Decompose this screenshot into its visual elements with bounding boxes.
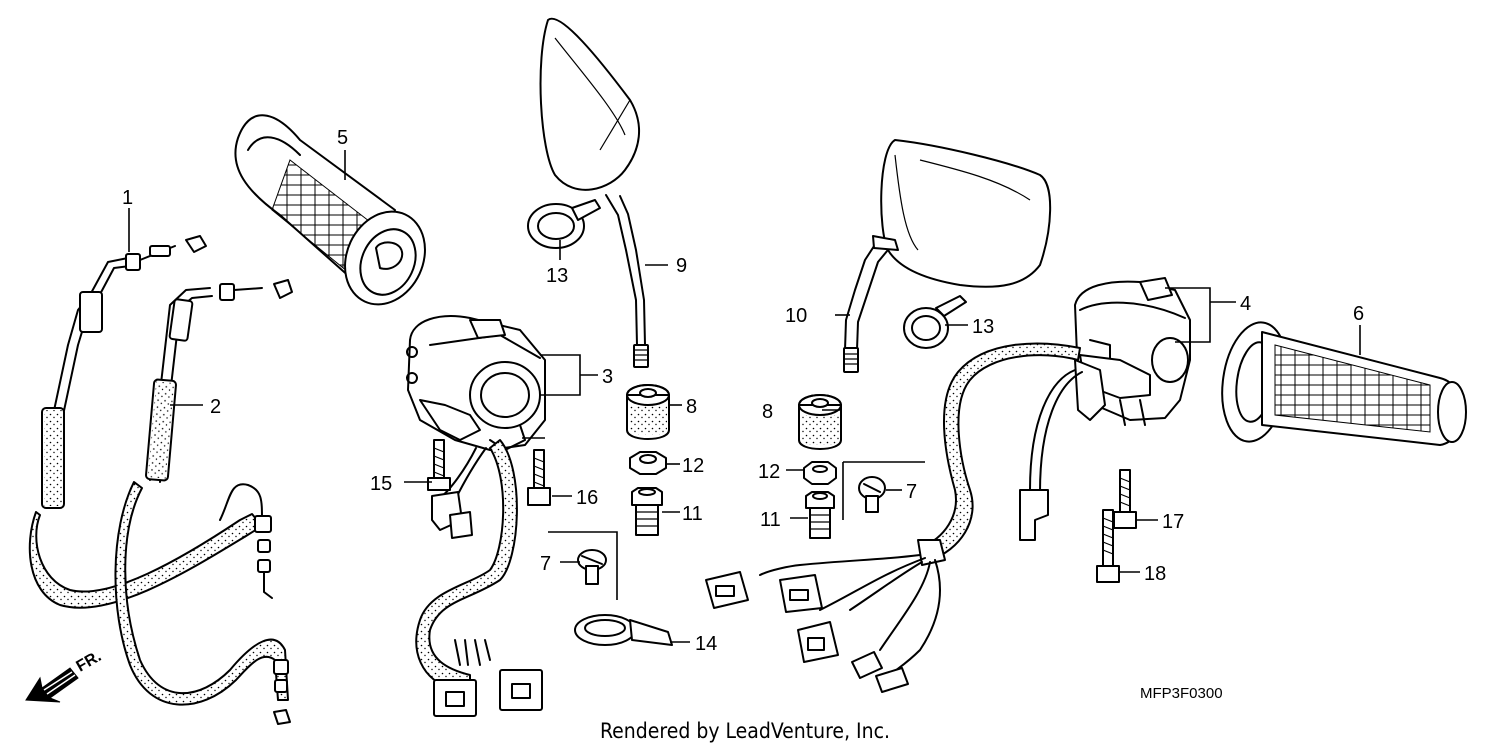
callout-14: 14 — [695, 633, 717, 655]
front-direction-label: FR. — [74, 648, 105, 676]
left-grip — [234, 114, 426, 306]
bar-end-weight-right — [798, 394, 842, 450]
callout-6: 6 — [1353, 303, 1364, 325]
callout-13-left: 13 — [546, 265, 568, 287]
collar-left — [631, 487, 663, 536]
screw-17 — [1113, 469, 1137, 529]
callout-8-left: 8 — [686, 396, 697, 418]
callout-12-right: 12 — [758, 461, 780, 483]
left-mirror — [539, 17, 649, 368]
right-grip — [1221, 321, 1467, 446]
diagram-code: MFP3F0300 — [1140, 685, 1223, 702]
right-switch-assembly — [1074, 277, 1191, 426]
cable-band-14 — [574, 614, 673, 646]
screw-7-right — [858, 476, 886, 513]
bar-end-weight-left — [626, 384, 670, 440]
left-switch-harness — [415, 439, 543, 717]
callout-16: 16 — [576, 487, 598, 509]
right-switch-harness — [705, 342, 1083, 693]
left-switch-assembly — [406, 315, 546, 451]
nut-right — [803, 461, 837, 485]
mirror-band-right — [903, 295, 967, 349]
callout-10: 10 — [785, 305, 807, 327]
callout-9: 9 — [676, 255, 687, 277]
mirror-band-left — [527, 199, 601, 249]
throttle-cable-1 — [28, 235, 273, 609]
callout-11-left: 11 — [682, 503, 703, 525]
screw-7-left — [577, 549, 607, 585]
callout-labels: 1 2 3 4 5 6 7 7 8 8 9 10 11 11 12 12 13 … — [122, 127, 1364, 655]
callout-17: 17 — [1162, 511, 1184, 533]
callout-7-right: 7 — [906, 481, 917, 503]
callout-4: 4 — [1240, 293, 1251, 315]
callout-2: 2 — [210, 396, 221, 418]
leader-lines — [128, 150, 1361, 643]
front-direction-arrow: FR. — [25, 648, 105, 703]
callout-11-right: 11 — [760, 509, 781, 531]
nut-left — [629, 451, 667, 475]
screw-15 — [427, 439, 451, 491]
callout-8-right: 8 — [762, 401, 773, 423]
callout-5: 5 — [337, 127, 348, 149]
screw-18 — [1096, 509, 1120, 583]
callout-12-left: 12 — [682, 455, 704, 477]
callout-1: 1 — [122, 187, 133, 209]
credit-text: Rendered by LeadVenture, Inc. — [600, 719, 890, 743]
callout-13-right: 13 — [972, 316, 994, 338]
callout-15: 15 — [370, 473, 392, 495]
callout-18: 18 — [1144, 563, 1166, 585]
collar-right — [805, 491, 835, 539]
right-mirror — [843, 139, 1052, 373]
callout-7-left: 7 — [540, 553, 551, 575]
callout-3: 3 — [602, 366, 613, 388]
throttle-cable-2 — [114, 279, 293, 725]
screw-16 — [527, 449, 551, 506]
